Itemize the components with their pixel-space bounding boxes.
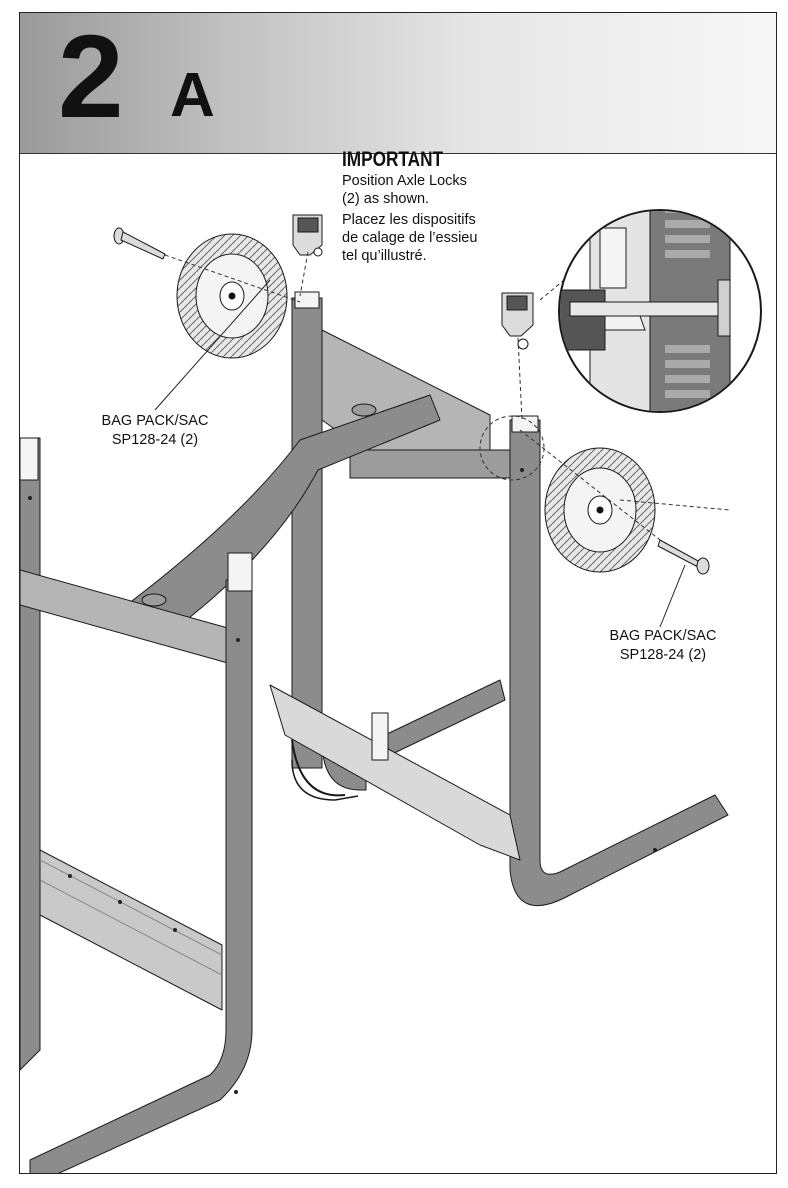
lower-shelf-rail — [39, 849, 223, 1011]
note-line: (2) as shown. — [342, 191, 430, 207]
important-note: IMPORTANT Position Axle Locks (2) as sho… — [342, 148, 542, 265]
wing-nut-icon — [141, 403, 377, 607]
wheel-right — [544, 447, 656, 573]
callout-leaders — [154, 279, 686, 628]
part-label-line: BAG PACK/SAC — [101, 413, 209, 429]
part-label-line: SP128-24 (2) — [619, 647, 707, 663]
step-number: 2 — [58, 12, 124, 143]
part-label-right: BAG PACK/SAC SP128-24 (2) — [588, 627, 738, 665]
note-line: de calage de l’essieu — [342, 230, 478, 246]
detail-inset — [558, 209, 762, 413]
bolt-holes — [28, 468, 657, 1094]
note-title: IMPORTANT — [342, 148, 444, 171]
cross-brace — [119, 394, 441, 641]
part-label-left: BAG PACK/SAC SP128-24 (2) — [80, 412, 230, 450]
wheel-left — [176, 233, 288, 359]
front-right-leg — [509, 415, 729, 907]
axle-lock-right — [501, 292, 534, 350]
shelf-bracket — [269, 684, 521, 861]
note-line: Placez les dispositifs — [342, 212, 476, 228]
left-rear-leg — [20, 437, 41, 1071]
rear-center-leg — [291, 291, 367, 801]
note-line: Position Axle Locks — [342, 173, 467, 189]
step-letter: A — [170, 61, 215, 130]
part-label-line: SP128-24 (2) — [111, 432, 199, 448]
step-header: 2 A — [20, 13, 776, 154]
axle-lock-left — [292, 214, 323, 257]
axle-bolt-left — [113, 227, 166, 260]
front-left-leg — [29, 552, 253, 1173]
axle-bolt-right — [657, 539, 710, 575]
note-line: tel qu’illustré. — [342, 248, 427, 264]
part-label-line: BAG PACK/SAC — [609, 628, 717, 644]
